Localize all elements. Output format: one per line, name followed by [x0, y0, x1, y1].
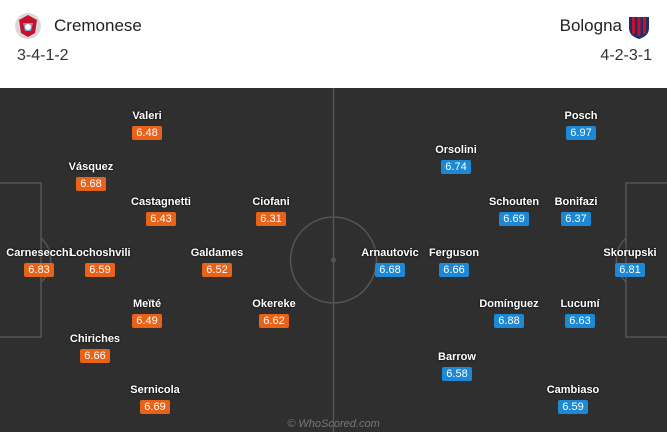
away-player-lucumi[interactable]: Lucumí 6.63 — [520, 298, 640, 329]
player-rating: 6.37 — [561, 212, 591, 226]
away-player-skorupski[interactable]: Skorupski 6.81 — [570, 247, 667, 278]
player-name: Lucumí — [560, 298, 600, 310]
player-name: Orsolini — [435, 144, 477, 156]
home-player-castagnetti[interactable]: Castagnetti 6.43 — [101, 196, 221, 227]
away-player-barrow[interactable]: Barrow 6.58 — [397, 351, 517, 382]
player-name: Carnesecchi — [6, 247, 72, 259]
player-rating: 6.69 — [499, 212, 529, 226]
away-player-schouten[interactable]: Schouten 6.69 — [454, 196, 574, 227]
player-rating: 6.62 — [259, 314, 289, 328]
home-player-ciofani[interactable]: Ciofani 6.31 — [211, 196, 331, 227]
player-name: Galdames — [190, 247, 244, 259]
home-player-carnesecchi[interactable]: Carnesecchi 6.83 — [0, 247, 99, 278]
player-rating: 6.66 — [439, 263, 469, 277]
player-rating: 6.49 — [132, 314, 162, 328]
home-player-sernicola[interactable]: Sernicola 6.69 — [95, 384, 215, 415]
home-formation: 3-4-1-2 — [17, 47, 69, 64]
player-name: Cambiaso — [546, 384, 600, 396]
watermark: © WhoScored.com — [287, 418, 380, 430]
bologna-crest-icon — [629, 13, 649, 39]
away-team-name[interactable]: Bologna — [559, 16, 622, 35]
home-player-chiriches[interactable]: Chiriches 6.66 — [35, 333, 155, 364]
player-rating: 6.81 — [615, 263, 645, 277]
match-header: Cremonese 3-4-1-2 Bologna 4-2-3-1 — [0, 0, 667, 88]
away-player-ferguson[interactable]: Ferguson 6.66 — [394, 247, 514, 278]
player-rating: 6.68 — [76, 177, 106, 191]
home-player-lochoshvili[interactable]: Lochoshvili 6.59 — [40, 247, 160, 278]
player-name: Bonifazi — [554, 196, 598, 208]
home-player-galdames[interactable]: Galdames 6.52 — [157, 247, 277, 278]
player-rating: 6.43 — [146, 212, 176, 226]
player-rating: 6.68 — [375, 263, 405, 277]
player-rating: 6.58 — [442, 367, 472, 381]
player-name: Skorupski — [603, 247, 657, 259]
pitch: Carnesecchi 6.83 Lochoshvili 6.59 Vásque… — [0, 88, 667, 432]
player-name: Castagnetti — [131, 196, 191, 208]
player-rating: 6.66 — [80, 349, 110, 363]
player-name: Ciofani — [252, 196, 290, 208]
away-player-posch[interactable]: Posch 6.97 — [521, 110, 641, 141]
player-name: Okereke — [252, 298, 296, 310]
player-name: Sernicola — [130, 384, 180, 396]
pitch-markings — [0, 88, 667, 432]
player-rating: 6.74 — [441, 160, 471, 174]
away-player-arnautovic[interactable]: Arnautovic 6.68 — [330, 247, 450, 278]
away-formation: 4-2-3-1 — [600, 47, 652, 64]
player-name: Barrow — [438, 351, 476, 363]
player-name: Lochoshvili — [69, 247, 131, 259]
player-rating: 6.83 — [24, 263, 54, 277]
player-name: Domínguez — [479, 298, 539, 310]
player-name: Chiriches — [69, 333, 121, 345]
away-player-cambiaso[interactable]: Cambiaso 6.59 — [513, 384, 633, 415]
away-player-bonifazi[interactable]: Bonifazi 6.37 — [516, 196, 636, 227]
player-name: Posch — [564, 110, 598, 122]
home-player-valeri[interactable]: Valeri 6.48 — [87, 110, 207, 141]
home-player-okereke[interactable]: Okereke 6.62 — [214, 298, 334, 329]
player-rating: 6.88 — [494, 314, 524, 328]
player-name: Schouten — [488, 196, 540, 208]
player-name: Valeri — [132, 110, 162, 122]
home-player-vasquez[interactable]: Vásquez 6.68 — [31, 161, 151, 192]
player-rating: 6.52 — [202, 263, 232, 277]
player-name: Ferguson — [428, 247, 480, 259]
player-rating: 6.59 — [85, 263, 115, 277]
cremonese-crest-icon — [15, 13, 41, 39]
player-name: Vásquez — [68, 161, 114, 173]
home-team-name[interactable]: Cremonese — [54, 16, 142, 35]
player-rating: 6.97 — [566, 126, 596, 140]
player-name: Arnautovic — [361, 247, 419, 259]
away-player-dominguez[interactable]: Domínguez 6.88 — [449, 298, 569, 329]
player-rating: 6.48 — [132, 126, 162, 140]
player-rating: 6.31 — [256, 212, 286, 226]
player-rating: 6.69 — [140, 400, 170, 414]
player-name: Meïté — [132, 298, 162, 310]
player-rating: 6.59 — [558, 400, 588, 414]
home-player-meite[interactable]: Meïté 6.49 — [87, 298, 207, 329]
away-player-orsolini[interactable]: Orsolini 6.74 — [396, 144, 516, 175]
player-rating: 6.63 — [565, 314, 595, 328]
